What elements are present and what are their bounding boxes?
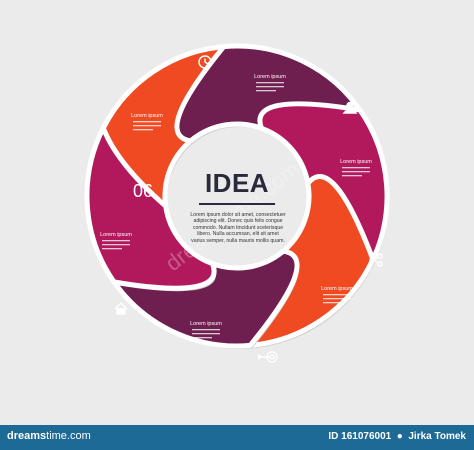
brand-suffix: time.com <box>46 430 91 442</box>
segment-label: Lorem ipsum <box>131 113 163 119</box>
segment-05: 05Lorem ipsum <box>108 248 300 363</box>
segment-shape <box>108 248 300 349</box>
placeholder-text-line <box>342 167 370 169</box>
placeholder-text-line <box>323 298 351 300</box>
placeholder-text-line <box>192 337 212 339</box>
placeholder-text-line <box>192 329 220 331</box>
footer-credits: ID 161076001 ● Jirka Tomek <box>328 431 466 442</box>
footer-brand: dreamstime.com <box>7 430 91 442</box>
clock-icon <box>198 55 212 69</box>
segment-label: Lorem ipsum <box>254 74 286 80</box>
home-icon <box>114 302 128 315</box>
infographic: 01Lorem ipsum02Lorem ipsum03Lorem ipsum0… <box>84 43 390 363</box>
segment-02: 02Lorem ipsum <box>174 43 366 144</box>
segment-label: Lorem ipsum <box>100 232 132 238</box>
placeholder-text-line <box>133 125 161 127</box>
placeholder-text-line <box>342 171 370 173</box>
placeholder-text-line <box>323 302 343 304</box>
author-name: Jirka Tomek <box>408 431 466 442</box>
segment-label: Lorem ipsum <box>190 321 222 327</box>
network-icon <box>369 253 383 267</box>
placeholder-text-line <box>133 129 153 131</box>
segment-shape <box>174 43 366 144</box>
segment-label: Lorem ipsum <box>321 286 353 292</box>
user-icon <box>342 101 358 114</box>
title-underline <box>199 203 275 205</box>
placeholder-text-line <box>102 240 130 242</box>
footer-bar: dreamstime.com ID 161076001 ● Jirka Tome… <box>0 425 474 450</box>
placeholder-text-line <box>192 333 220 335</box>
brand-prefix: dreams <box>7 430 47 442</box>
placeholder-text-line <box>256 82 284 84</box>
target-icon <box>257 351 278 363</box>
cycle-diagram: 01Lorem ipsum02Lorem ipsum03Lorem ipsum0… <box>84 43 390 363</box>
placeholder-text-line <box>102 248 122 250</box>
placeholder-text-line <box>133 121 161 123</box>
image-id: ID 161076001 <box>328 431 392 442</box>
placeholder-text-line <box>256 86 284 88</box>
center-title: IDEA <box>204 168 270 198</box>
placeholder-text-line <box>102 244 130 246</box>
placeholder-text-line <box>256 90 276 92</box>
segment-number: 06 <box>133 181 153 201</box>
center-body-text: Lorem ipsum dolor sit amet, consectetuer… <box>190 212 286 244</box>
segment-label: Lorem ipsum <box>340 159 372 165</box>
placeholder-text-line <box>342 175 362 177</box>
placeholder-text-line <box>323 294 351 296</box>
